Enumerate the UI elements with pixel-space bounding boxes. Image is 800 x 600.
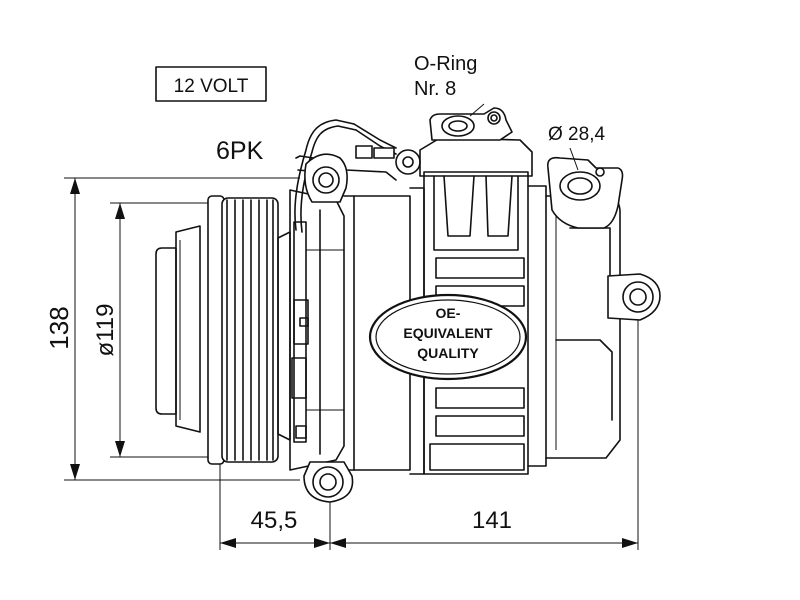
port-diameter-label: Ø 28,4 [548, 124, 605, 145]
belt-profile-label: 6PK [216, 137, 264, 165]
bottom-front-mount [303, 461, 354, 503]
front-housing [277, 189, 345, 471]
pulley-diameter-value: ø119 [92, 304, 119, 357]
oe-stamp-line1: OE- [436, 305, 461, 321]
dimension-pulley-diameter: ø119 [92, 203, 125, 457]
oe-stamp-line3: QUALITY [417, 345, 479, 361]
oring-number-label: Nr. 8 [414, 78, 456, 100]
discharge-port [546, 147, 624, 229]
oe-quality-stamp: OE- EQUIVALENT QUALITY [368, 293, 528, 381]
oring-label: O-Ring [414, 53, 477, 75]
oe-stamp-line2: EQUIVALENT [403, 325, 493, 341]
dimension-height: 138 [44, 178, 80, 480]
voltage-label-box: 12 VOLT [155, 66, 267, 102]
dimension-lengths: 45,5 141 [220, 507, 638, 548]
clutch-hub [155, 225, 201, 433]
extension-lines [64, 177, 639, 550]
body-length-value: 141 [472, 507, 512, 534]
pulley [207, 195, 279, 465]
suction-port [429, 103, 513, 141]
height-dimension-value: 138 [44, 306, 74, 349]
rear-mount [607, 273, 661, 321]
clutch-depth-value: 45,5 [251, 507, 298, 534]
top-front-mount [304, 149, 421, 203]
voltage-label: 12 VOLT [174, 76, 249, 97]
clutch-cable [294, 119, 397, 233]
